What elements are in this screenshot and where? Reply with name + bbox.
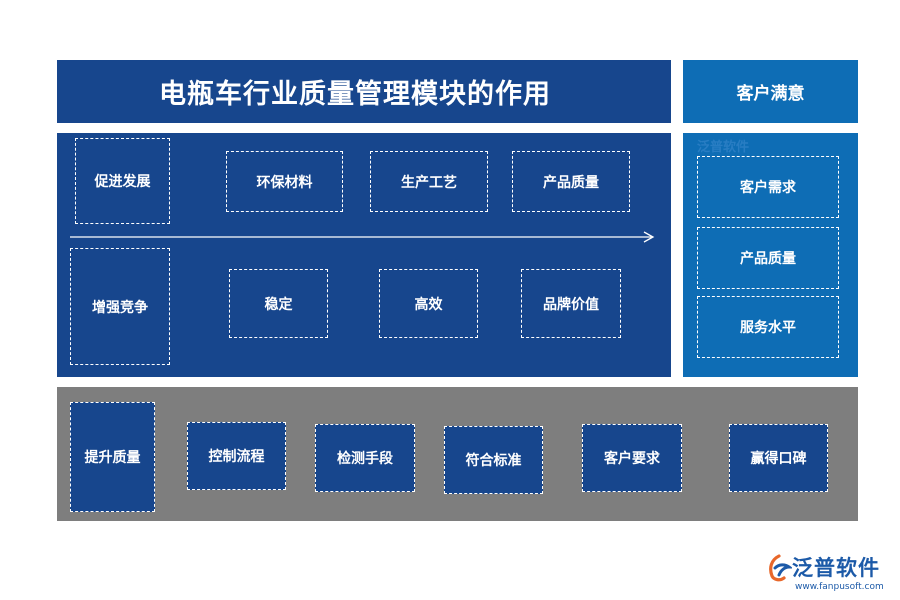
flow-arrow — [70, 231, 655, 243]
promote-development-box: 促进发展 — [75, 138, 170, 224]
logo-mark-icon — [769, 554, 792, 582]
logo-url: www.fanpusoft.com — [795, 582, 884, 592]
watermark-text: 泛普软件 — [697, 139, 750, 155]
inspection-method-box: 检测手段 — [315, 424, 415, 492]
efficiency-box: 高效 — [379, 269, 478, 338]
meet-standards-box: 符合标准 — [444, 426, 543, 494]
customer-panel — [683, 133, 858, 377]
product-quality-box: 产品质量 — [512, 151, 630, 212]
customer-satisfaction-header: 客户满意 — [683, 60, 858, 123]
eco-material-box: 环保材料 — [226, 151, 343, 212]
right-product-quality-box: 产品质量 — [697, 227, 839, 289]
diagram-title: 电瓶车行业质量管理模块的作用 — [57, 60, 671, 123]
enhance-competition-box: 增强竞争 — [70, 248, 170, 365]
improve-quality-box: 提升质量 — [70, 402, 155, 512]
service-level-box: 服务水平 — [697, 296, 839, 358]
stability-box: 稳定 — [229, 269, 328, 338]
production-process-box: 生产工艺 — [370, 151, 488, 212]
win-reputation-box: 赢得口碑 — [729, 424, 828, 492]
main-panel — [57, 133, 671, 377]
customer-demand-box: 客户需求 — [697, 156, 839, 218]
brand-value-box: 品牌价值 — [521, 269, 621, 338]
control-process-box: 控制流程 — [187, 422, 286, 490]
customer-requirement-box: 客户要求 — [582, 424, 682, 492]
logo-name: 泛普软件 — [792, 556, 880, 580]
company-logo: 泛普软件 www.fanpusoft.com — [766, 552, 896, 598]
